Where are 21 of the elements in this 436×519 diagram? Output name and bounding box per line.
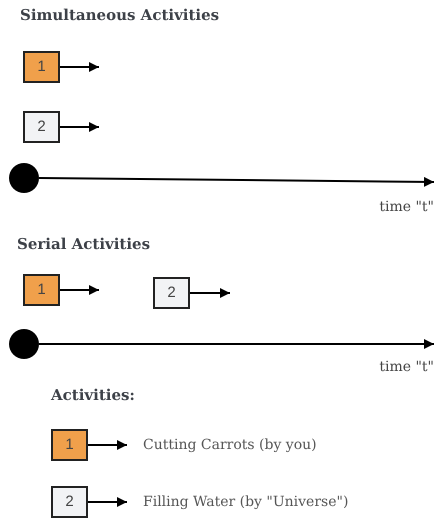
activity-description: Filling Water (by "Universe") [127, 491, 348, 513]
arrow [60, 122, 99, 132]
timeline-arrow [39, 176, 434, 187]
activity-box: 1 [23, 274, 60, 306]
arrow [60, 62, 99, 72]
activity-box: 2 [23, 111, 60, 143]
arrow [190, 288, 230, 298]
arrow [60, 285, 99, 295]
activity-box: 2 [153, 277, 190, 309]
activity-box: 2 [51, 486, 88, 518]
timeline-arrow [39, 339, 434, 349]
activity-box: 1 [23, 51, 60, 83]
activity-description: Cutting Carrots (by you) [127, 434, 317, 456]
section-heading: Simultaneous Activities [20, 5, 220, 26]
section-heading: Activities: [51, 385, 135, 406]
arrow [88, 440, 127, 450]
arrow [88, 497, 127, 507]
activity-box: 1 [51, 429, 88, 461]
axis-label: time "t" [366, 340, 434, 376]
axis-label: time "t" [366, 178, 434, 216]
section-heading: Serial Activities [17, 234, 150, 255]
